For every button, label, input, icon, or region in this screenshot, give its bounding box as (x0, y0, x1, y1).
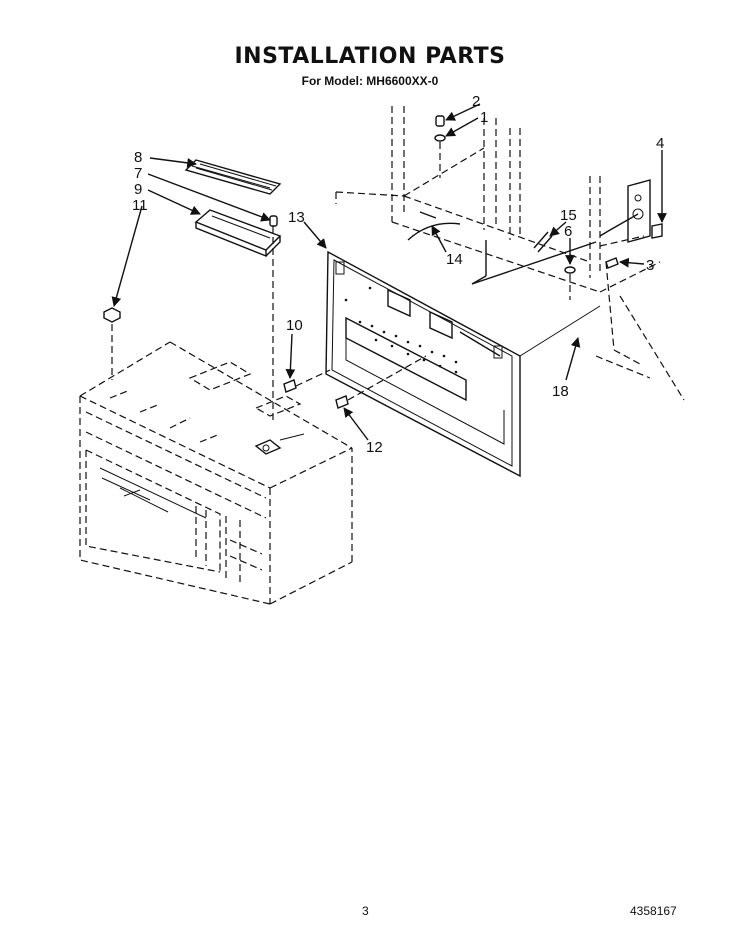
leader-12 (343, 407, 369, 441)
part-12-screw (335, 355, 427, 409)
callout-6: 6 (564, 223, 572, 240)
wall-cabinet-outline (335, 106, 685, 401)
leader-1 (445, 117, 479, 137)
callout-7: 7 (134, 165, 142, 182)
part-13-mounting-plate (325, 250, 601, 478)
microwave-oven-outline (79, 341, 353, 605)
leader-3 (619, 257, 645, 268)
callout-10: 10 (286, 317, 303, 334)
callout-15: 15 (560, 207, 577, 224)
callout-leaders (111, 103, 667, 441)
part-3-screw (605, 257, 619, 269)
screw-icon (269, 215, 278, 227)
callout-9: 9 (134, 181, 142, 198)
callout-13: 13 (288, 209, 305, 226)
document-number: 4358167 (630, 904, 677, 918)
callout-11: 11 (132, 197, 148, 214)
part-15-6-toggle-bolt (533, 231, 576, 300)
part-4-wall-plate (599, 179, 663, 243)
part-1-2-screw-washer (434, 115, 446, 178)
callout-12: 12 (366, 439, 383, 456)
callout-4: 4 (656, 135, 664, 152)
part-9-damper-bracket (194, 209, 282, 258)
plate-holes (344, 286, 458, 374)
callout-14: 14 (446, 251, 463, 268)
page-title: INSTALLATION PARTS (234, 44, 506, 69)
screw-icon (435, 115, 445, 127)
part-8-vent-grille (184, 159, 282, 195)
washer-icon (434, 134, 446, 142)
leader-14 (431, 225, 447, 253)
nut-icon (103, 307, 121, 323)
screw-icon (283, 379, 297, 393)
screw-icon (605, 257, 619, 269)
page-number: 3 (362, 904, 369, 918)
leader-11 (111, 205, 143, 307)
part-10-screw (283, 369, 331, 393)
callout-18: 18 (552, 383, 569, 400)
part-11-nut (103, 307, 121, 380)
leader-8 (149, 157, 197, 168)
callout-2: 2 (472, 93, 480, 110)
leader-18 (565, 337, 581, 381)
leader-13 (303, 221, 327, 249)
leader-15 (549, 221, 567, 237)
callout-1: 1 (480, 109, 488, 126)
leader-7 (147, 173, 271, 222)
screw-icon (335, 395, 349, 409)
callout-3: 3 (646, 257, 654, 274)
leader-9 (147, 189, 201, 215)
model-subtitle: For Model: MH6600XX-0 (301, 74, 439, 88)
callout-labels: 2 1 4 3 15 6 14 18 13 8 7 9 11 10 12 (132, 93, 664, 456)
leader-10 (285, 333, 296, 379)
callout-8: 8 (134, 149, 142, 166)
leader-2 (445, 103, 481, 121)
